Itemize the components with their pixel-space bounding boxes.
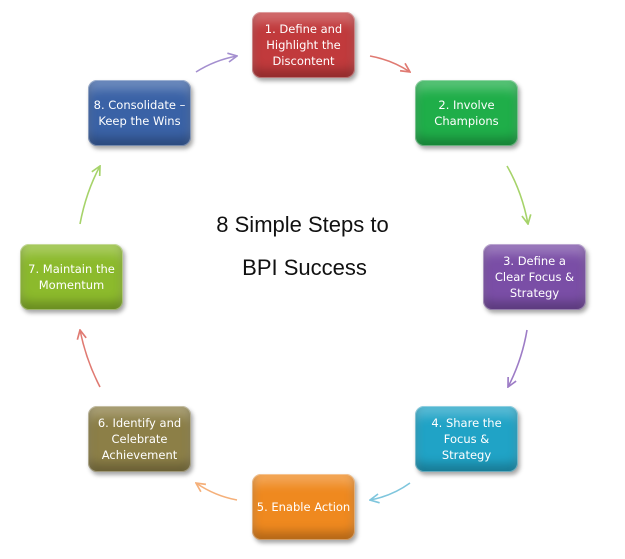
step-7-box: 7. Maintain the Momentum	[20, 244, 123, 310]
step-5-box: 5. Enable Action	[252, 474, 355, 540]
diagram-title-line2: BPI Success	[242, 255, 367, 280]
arrow-4-to-5	[370, 482, 411, 500]
arrow-5-to-6	[196, 483, 238, 501]
step-3-box: 3. Define a Clear Focus & Strategy	[483, 244, 586, 310]
step-2-box: 2. Involve Champions	[415, 80, 518, 146]
arrow-8-to-1	[195, 56, 237, 73]
step-6-box: 6. Identify and Celebrate Achievement	[88, 406, 191, 472]
step-8-box: 8. Consolidate – Keep the Wins	[88, 80, 191, 146]
arrow-6-to-7	[80, 330, 101, 388]
arrow-2-to-3	[506, 165, 528, 224]
step-4-box: 4. Share the Focus & Strategy	[415, 406, 518, 472]
arrow-3-to-4	[508, 329, 528, 387]
step-1-box: 1. Define and Highlight the Discontent	[252, 12, 355, 78]
arrow-1-to-2	[369, 55, 410, 72]
diagram-title-line1: 8 Simple Steps to	[216, 212, 389, 237]
arrow-7-to-8	[79, 166, 100, 225]
